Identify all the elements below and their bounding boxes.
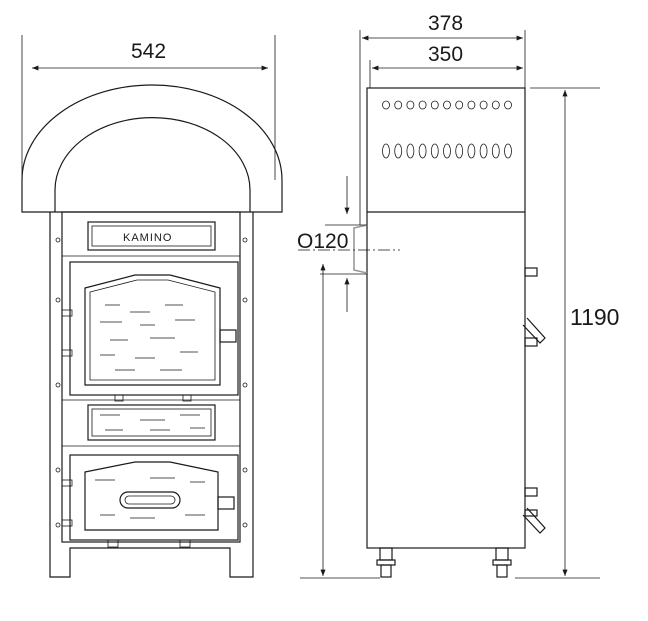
- vent-hole: [443, 143, 451, 159]
- width-dimension-label: 542: [131, 40, 166, 63]
- vent-hole: [504, 143, 512, 159]
- front-view: KAMINO 542: [21, 35, 283, 578]
- outer-arch: [21, 84, 283, 213]
- brand-plate-text: KAMINO: [123, 232, 172, 244]
- flue-diameter-label: O120: [297, 230, 348, 253]
- side-body: [366, 87, 526, 549]
- depth-inner-label: 350: [428, 43, 463, 66]
- vent-hole: [467, 143, 476, 159]
- side-view: 378 350 O120 1190: [297, 12, 619, 579]
- vent-hole: [467, 100, 476, 110]
- depth-outer-label: 378: [428, 12, 463, 35]
- vent-hole: [382, 100, 390, 110]
- vent-holes-row-bottom: [382, 143, 512, 159]
- height-dimension-label: 1190: [570, 304, 619, 330]
- vent-hole: [418, 100, 427, 110]
- upper-handle[interactable]: [522, 317, 546, 344]
- upper-door-handle[interactable]: [219, 329, 237, 343]
- flue-pipe: [353, 224, 368, 274]
- vent-hole: [382, 143, 390, 159]
- vent-hole: [406, 143, 415, 159]
- ash-door-handle[interactable]: [119, 491, 181, 509]
- vent-hole: [418, 143, 427, 159]
- upper-door[interactable]: [84, 274, 221, 386]
- vent-hole: [394, 100, 403, 110]
- middle-plate: [87, 404, 216, 441]
- vent-hole: [406, 100, 415, 110]
- vent-hole: [430, 100, 439, 110]
- vent-hole: [479, 100, 488, 110]
- vent-hole: [443, 100, 451, 110]
- front-panel: [61, 211, 241, 543]
- vent-holes-row-top: [382, 100, 512, 110]
- vent-hole: [455, 100, 464, 110]
- vent-hole: [491, 143, 500, 159]
- brand-plate: [87, 221, 216, 251]
- lower-door-frame: [69, 454, 239, 541]
- lower-handle[interactable]: [522, 507, 546, 534]
- vent-hole: [504, 100, 512, 110]
- vent-hole: [430, 143, 439, 159]
- vent-hole: [455, 143, 464, 159]
- inner-arch: [54, 117, 251, 212]
- vent-hole: [394, 143, 403, 159]
- stove-body: [49, 212, 254, 578]
- lower-door[interactable]: [84, 461, 219, 531]
- vent-hole: [491, 100, 500, 110]
- vent-hole: [479, 143, 488, 159]
- upper-door-frame: [69, 261, 239, 396]
